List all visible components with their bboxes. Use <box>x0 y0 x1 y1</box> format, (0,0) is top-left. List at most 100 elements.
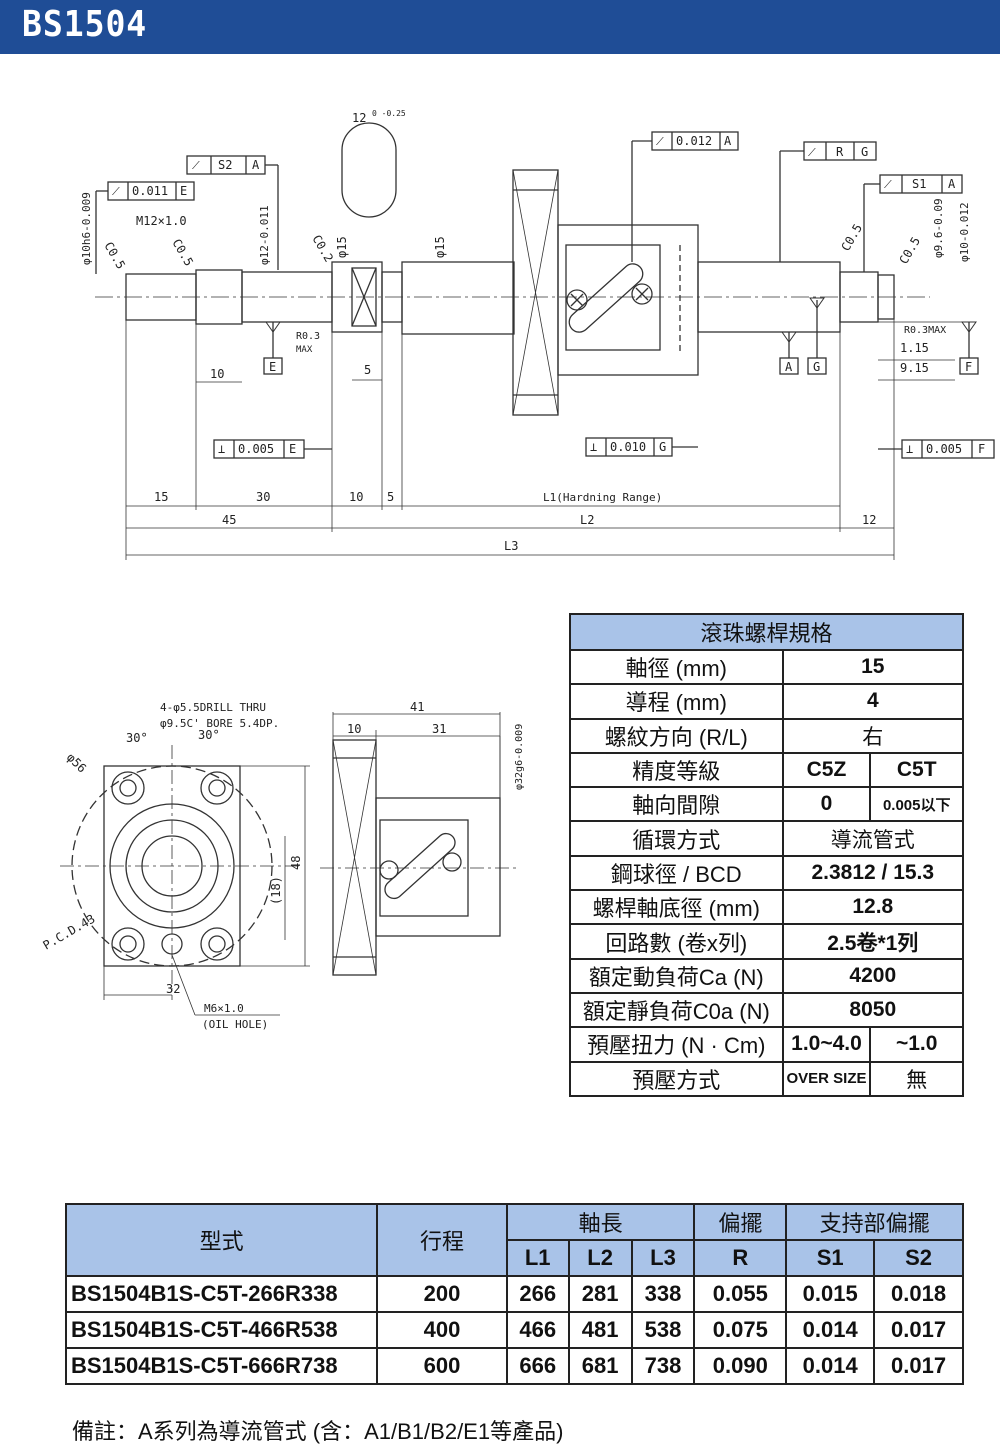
technical-drawing: 12 0 -0.25 ⟋ S2 A ⟋ 0.011 E ⟋ 0.012 A ⟋ … <box>41 109 995 1031</box>
spec-value: 2.3812 / 15.3 <box>781 854 965 892</box>
spec-value: 2.5卷*1列 <box>781 923 965 960</box>
fcf-0011-datum: E <box>180 184 187 198</box>
dim-top-12: 12 <box>352 111 366 125</box>
dim-10-left: 10 <box>210 367 224 381</box>
spec-value: 右 <box>781 717 965 754</box>
l1-cell: 266 <box>505 1275 570 1313</box>
col-runout: 偏擺 <box>693 1203 788 1241</box>
dim-48: 48 <box>289 856 303 870</box>
fcf-s1-datum: A <box>948 177 956 191</box>
oil-hole-m6: M6×1.0 <box>204 1002 244 1015</box>
l1-cell: 666 <box>505 1347 570 1385</box>
fcf-r-datum: G <box>861 145 868 159</box>
dim-915: 9.15 <box>900 361 929 375</box>
spec-value-1: 1.0~4.0 <box>781 1026 872 1063</box>
spec-value: 8050 <box>781 991 965 1029</box>
dim-10-side: 10 <box>347 722 361 736</box>
spec-value-1: C5Z <box>781 751 872 789</box>
spec-title: 滾珠螺桿規格 <box>569 613 964 651</box>
dim-32: 32 <box>166 982 180 996</box>
spec-label: 軸向間隙 <box>569 786 784 823</box>
fcf-r-label: R <box>836 145 844 159</box>
spec-value-2: ~1.0 <box>869 1026 964 1063</box>
stroke-cell: 400 <box>376 1311 508 1349</box>
spec-value: 4 <box>781 683 965 720</box>
spec-label: 額定靜負荷C0a (N) <box>569 991 784 1029</box>
dim-phi12: φ12-0.011 <box>258 205 271 265</box>
model-cell: BS1504B1S-C5T-466R538 <box>64 1311 379 1349</box>
col-length: 軸長 <box>505 1203 696 1241</box>
angle-30-right: 30° <box>198 728 220 742</box>
spec-label: 精度等級 <box>569 751 784 789</box>
spec-value: 15 <box>781 648 965 686</box>
spec-label: 鋼球徑 / BCD <box>569 854 784 892</box>
col-s1: S1 <box>785 1239 876 1277</box>
s1-cell: 0.015 <box>785 1275 876 1313</box>
dim-5: 5 <box>387 490 394 504</box>
s1-cell: 0.014 <box>785 1347 876 1385</box>
dim-5-small: 5 <box>364 363 371 377</box>
dim-31: 31 <box>432 722 446 736</box>
spec-label: 螺紋方向 (R/L) <box>569 717 784 754</box>
col-type: 型式 <box>64 1203 379 1277</box>
col-stroke: 行程 <box>376 1203 508 1277</box>
spec-value-2: 0.005以下 <box>869 786 964 823</box>
r-cell: 0.055 <box>693 1275 788 1313</box>
radius-r03: R0.3 <box>296 331 320 342</box>
chamfer-c02: C0.2 <box>309 233 336 265</box>
thread-m12-label: M12×1.0 <box>136 214 187 228</box>
datum-f: F <box>965 360 972 374</box>
model-cell: BS1504B1S-C5T-266R338 <box>64 1275 379 1313</box>
fcf-perp-f-value: 0.005 <box>926 442 962 456</box>
flange-note-bore: φ9.5C' BORE 5.4DP. <box>160 717 279 730</box>
col-l2: L2 <box>567 1239 633 1277</box>
spec-row: 循環方式導流管式 <box>569 820 965 857</box>
datum-g: G <box>813 360 820 374</box>
dim-l3: L3 <box>504 539 518 553</box>
angle-30-left: 30° <box>126 731 148 745</box>
svg-text:⟋: ⟋ <box>656 135 664 148</box>
col-l3: L3 <box>630 1239 696 1277</box>
dim-phi15-b: φ15 <box>433 236 447 258</box>
spec-table: 滾珠螺桿規格 軸徑 (mm)15 導程 (mm)4 螺紋方向 (R/L)右 精度… <box>569 613 965 1097</box>
l2-cell: 681 <box>567 1347 633 1385</box>
fcf-perp-e-datum: E <box>289 442 296 456</box>
spec-label: 預壓扭力 (N · Cm) <box>569 1026 784 1063</box>
dim-18: (18) <box>269 876 283 905</box>
spec-label: 螺桿軸底徑 (mm) <box>569 889 784 926</box>
l3-cell: 538 <box>630 1311 696 1349</box>
flange-note-drill: 4-φ5.5DRILL THRU <box>160 701 266 714</box>
radius-r03max: R0.3MAX <box>904 325 946 336</box>
spec-row: 螺桿軸底徑 (mm)12.8 <box>569 889 965 926</box>
spec-label: 回路數 (卷x列) <box>569 923 784 960</box>
chamfer-c05-right1: C0.5 <box>838 221 865 253</box>
fcf-perp-g-datum: G <box>659 440 666 454</box>
r-cell: 0.090 <box>693 1347 788 1385</box>
col-l1: L1 <box>505 1239 570 1277</box>
spec-value-2: C5T <box>869 751 964 789</box>
spec-value: 12.8 <box>781 889 965 926</box>
table-row: BS1504B1S-C5T-466R538 400 466 481 538 0.… <box>64 1311 964 1349</box>
fcf-s2-datum: A <box>252 158 260 172</box>
chamfer-c05-mid: C0.5 <box>169 237 196 269</box>
dim-phi15-a: φ15 <box>335 236 349 258</box>
spec-value-1: 0 <box>781 786 872 823</box>
spec-value-2: 無 <box>869 1060 964 1097</box>
datum-a: A <box>785 360 793 374</box>
fcf-0011-value: 0.011 <box>132 184 168 198</box>
svg-text:⊥: ⊥ <box>218 442 225 456</box>
footnote: 備註：A系列為導流管式 (含：A1/B1/B2/E1等產品) <box>72 1419 564 1444</box>
svg-text:⟋: ⟋ <box>808 146 816 159</box>
radius-max: MAX <box>296 345 313 355</box>
dim-45: 45 <box>222 513 236 527</box>
s2-cell: 0.017 <box>873 1311 964 1349</box>
spec-row: 導程 (mm)4 <box>569 683 965 720</box>
spec-value-1: OVER SIZE <box>781 1060 872 1097</box>
dim-pcd43: P.C.D.43 <box>41 912 98 953</box>
s2-cell: 0.017 <box>873 1347 964 1385</box>
spec-label: 額定動負荷Ca (N) <box>569 957 784 994</box>
chamfer-c05-left: C0.5 <box>101 240 128 272</box>
dim-phi10-right: φ10-0.012 <box>958 202 971 262</box>
